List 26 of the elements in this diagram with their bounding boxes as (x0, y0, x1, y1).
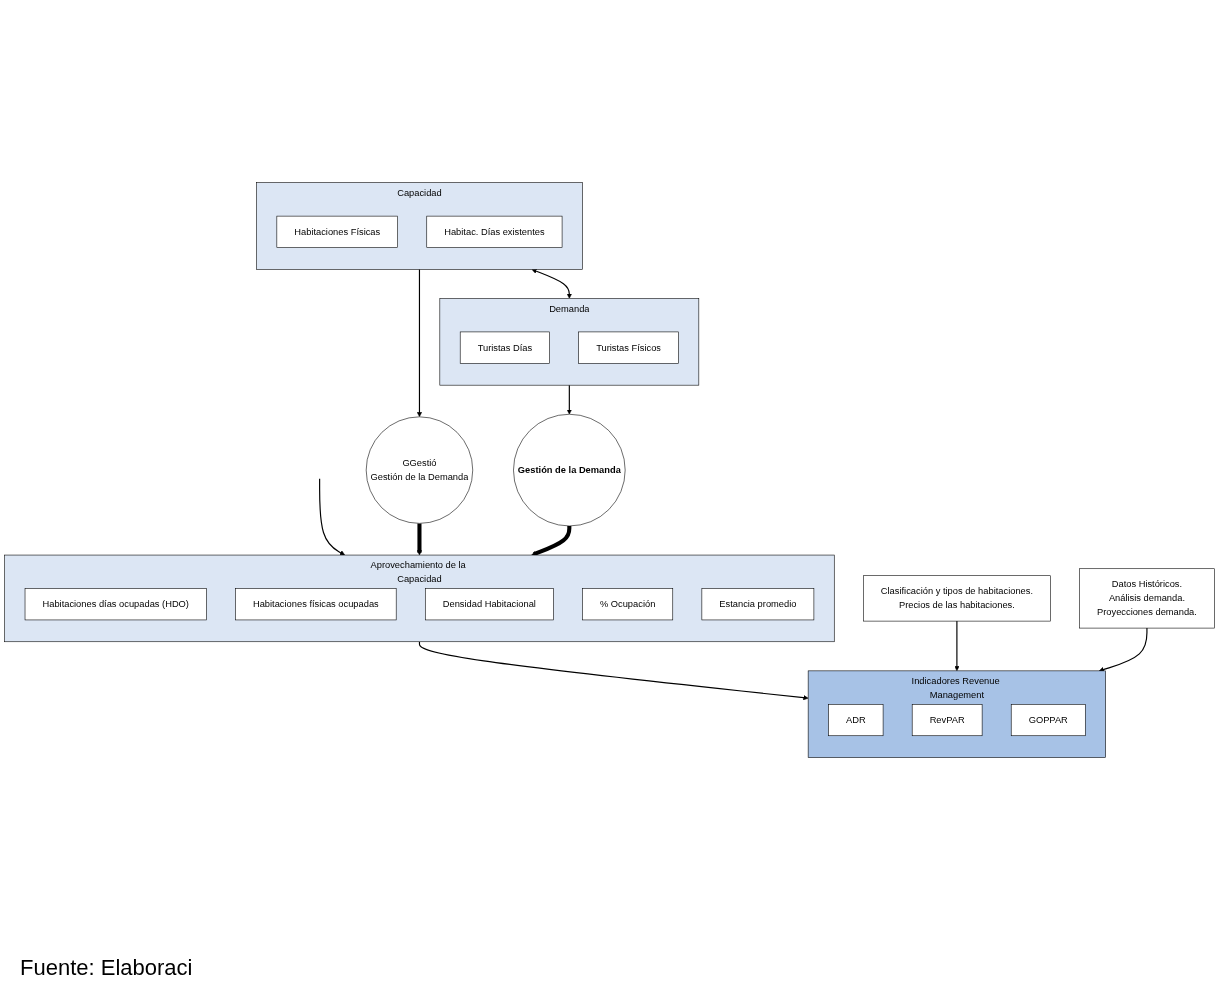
arrow (531, 268, 572, 299)
arrow (416, 268, 422, 417)
node-box: Habitac. Días existentes (426, 215, 563, 248)
arrow (531, 525, 572, 556)
node-box: Turistas Físicos (578, 331, 679, 364)
arrow (319, 478, 345, 556)
node-box: Estancia promedio (701, 588, 815, 621)
caption: Fuente: Elaboraci (20, 955, 193, 981)
node-box: Datos Históricos. Análisis demanda. Proyecciones demanda. (1079, 568, 1215, 629)
node-circle: GGestió Gestión de la Demanda (365, 416, 474, 524)
node-box: ADR (828, 703, 884, 736)
node-box: Habitaciones físicas ocupadas (235, 588, 397, 621)
arrow (954, 620, 960, 671)
node-box: Habitaciones días ocupadas (HDO) (24, 588, 207, 621)
node-box: % Ocupación (582, 588, 674, 621)
arrow (1098, 627, 1148, 672)
arrow (416, 523, 422, 556)
node-box: RevPAR (911, 703, 983, 736)
node-box: Densidad Habitacional (425, 588, 554, 621)
arrow (418, 641, 809, 701)
node-box: Turistas Días (459, 331, 550, 364)
node-box: GOPPAR (1010, 703, 1086, 736)
arrow (566, 384, 572, 415)
node-box: Habitaciones Físicas (276, 215, 398, 248)
node-box: Clasificación y tipos de habitaciones. Precios de las habitaciones. (863, 575, 1051, 622)
node-circle: Gestión de la Demanda (513, 413, 626, 527)
